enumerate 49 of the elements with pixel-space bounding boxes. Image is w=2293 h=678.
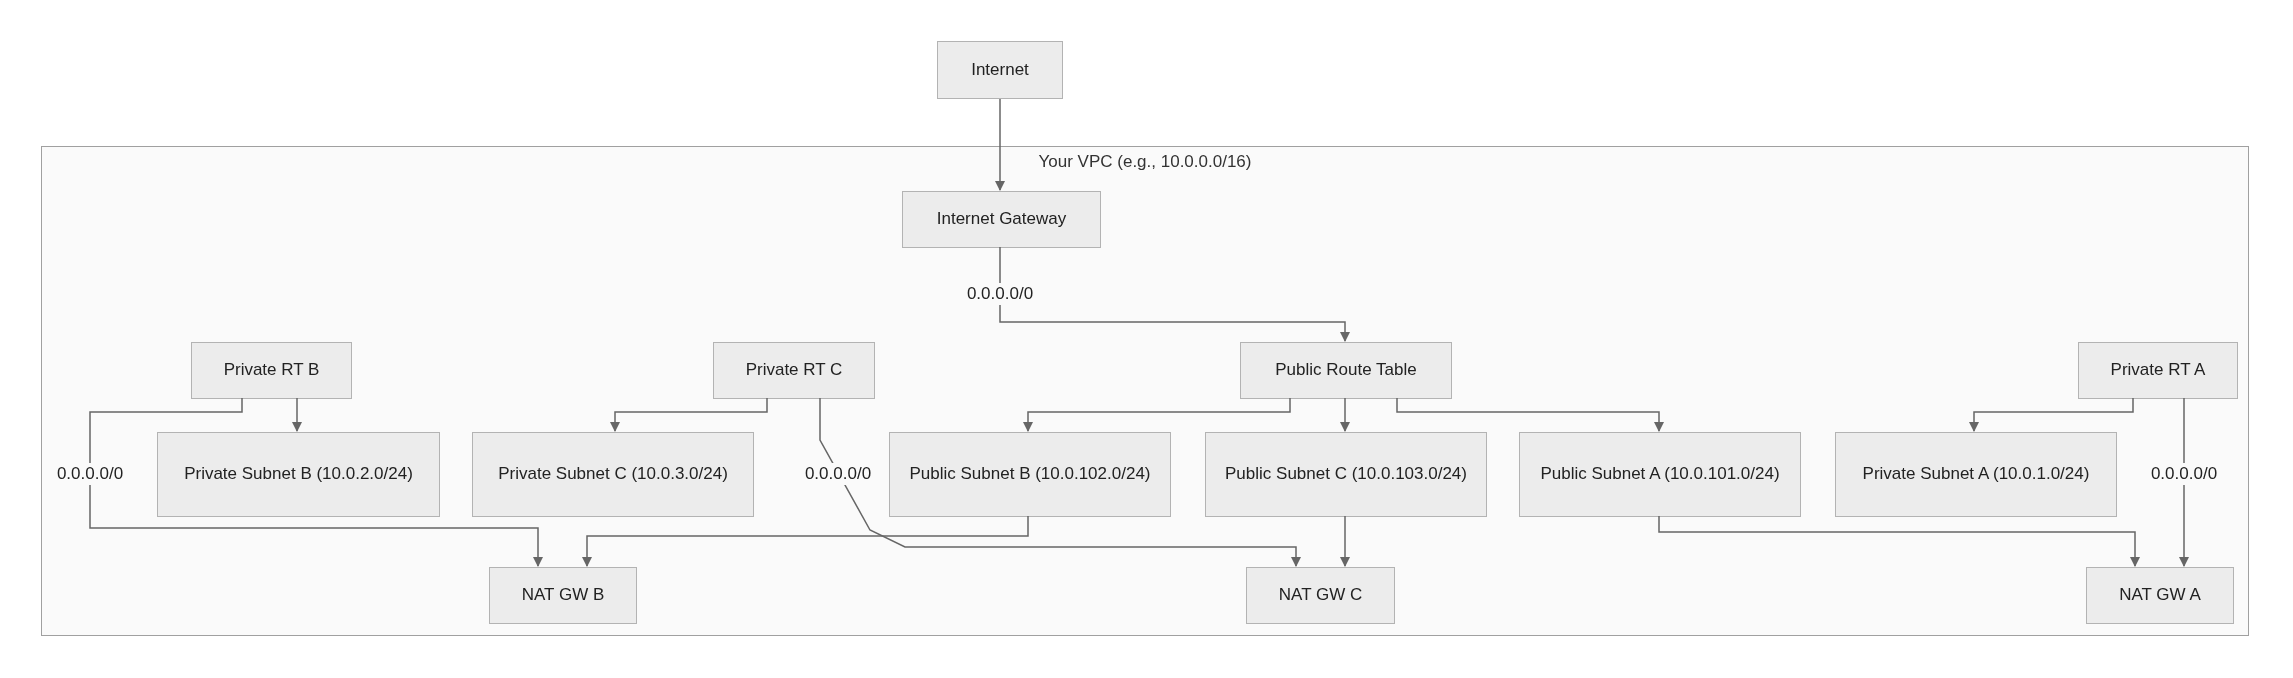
node-label: Private RT A [2109,359,2207,382]
node-label: Public Subnet C (10.0.103.0/24) [1224,463,1468,486]
edge-label: 0.0.0.0/0 [964,283,1036,305]
edge-label: 0.0.0.0/0 [54,463,126,485]
node-label: NAT GW B [520,584,606,607]
node-label: NAT GW A [2118,584,2202,607]
process-box [2086,567,2234,624]
arrow [1022,397,1291,433]
arrow [291,397,303,433]
arrow [1658,515,2141,568]
arrow [819,397,1302,568]
process-box [889,432,1171,517]
process-box [489,567,637,624]
arrow [1396,397,1665,433]
process-box [157,432,440,517]
arrow [581,515,1029,568]
node-label: Public Subnet A (10.0.101.0/24) [1539,463,1781,486]
arrow [999,246,1351,343]
node-label: Public Route Table [1274,359,1418,382]
process-box [472,432,754,517]
node-label: Private Subnet C (10.0.3.0/24) [497,463,729,486]
process-box [713,342,875,399]
node-label: Private Subnet B (10.0.2.0/24) [183,463,414,486]
arrow [1968,397,2134,433]
edge-label: 0.0.0.0/0 [2148,463,2220,485]
edge-label: 0.0.0.0/0 [802,463,874,485]
node-label: Private RT C [744,359,844,382]
process-box [1205,432,1487,517]
vpc-container [41,146,2249,636]
process-box [1519,432,1801,517]
process-box [937,41,1063,99]
arrow [994,98,1006,192]
node-label: Private Subnet A (10.0.1.0/24) [1861,463,2091,486]
process-box [191,342,352,399]
node-label: Internet [970,58,1030,81]
arrow [1339,397,1351,433]
process-box [2078,342,2238,399]
node-label: Private RT B [222,359,321,382]
arrow [89,397,544,568]
node-label: Internet Gateway [935,208,1068,231]
node-label: Public Subnet B (10.0.102.0/24) [908,463,1152,486]
group-title: Your VPC (e.g., 10.0.0.0/16) [1037,151,1253,173]
node-label: NAT GW C [1277,584,1364,607]
process-box [1246,567,1395,624]
arrow [609,397,768,433]
process-box [902,191,1101,248]
arrow [1339,515,1351,568]
process-box [1240,342,1452,399]
process-box [1835,432,2117,517]
